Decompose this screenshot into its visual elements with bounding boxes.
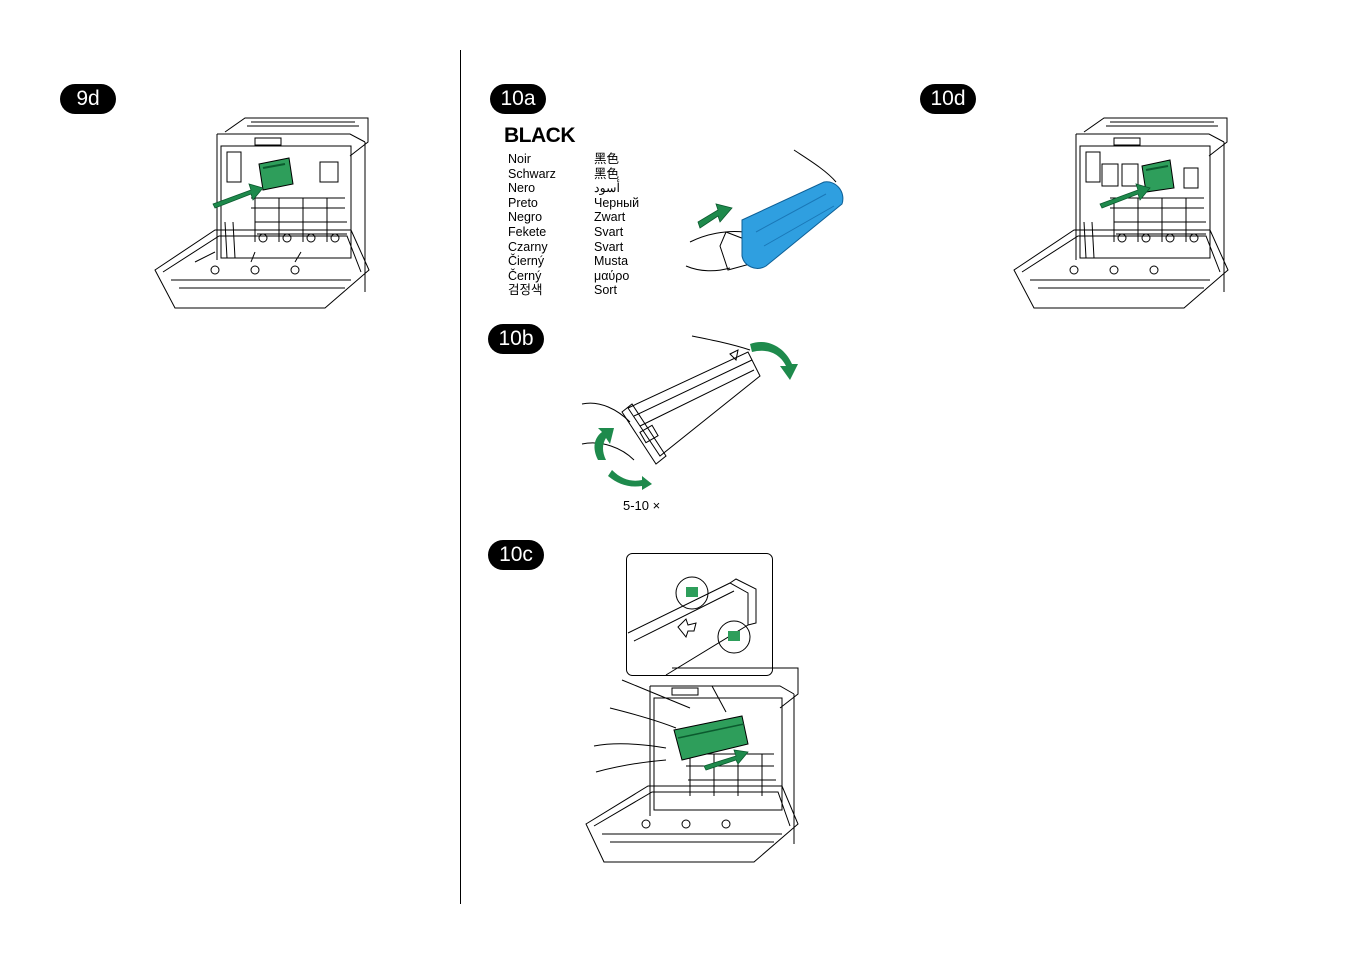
step-badge-10c: 10c — [488, 540, 544, 570]
translation: Negro — [508, 210, 543, 225]
shake-count-caption: 5-10 × — [623, 498, 661, 513]
translation: Sort — [594, 283, 617, 298]
translation: Svart — [594, 224, 624, 239]
step-badge-10d: 10d — [920, 84, 976, 114]
translation: Noir — [508, 152, 531, 166]
insert-toner-illustration-10c — [585, 667, 799, 863]
translation: Preto — [508, 195, 538, 210]
alignment-detail-callout — [626, 553, 773, 676]
unpack-toner-illustration — [685, 149, 844, 272]
translation: Černý — [508, 268, 542, 283]
translation: Черный — [594, 195, 640, 210]
step-badge-10b: 10b — [488, 324, 544, 354]
color-heading: BLACK — [504, 124, 576, 147]
translation: 黑色 — [594, 166, 620, 181]
translation: Zwart — [594, 210, 626, 225]
translation: أسود — [594, 181, 620, 196]
translation: Schwarz — [508, 166, 556, 181]
step-badge-9d: 9d — [60, 84, 116, 114]
shake-toner-illustration — [581, 335, 798, 490]
translation: Nero — [508, 181, 536, 196]
page-divider — [460, 50, 461, 904]
printer-insert-illustration-9d — [154, 117, 370, 309]
translation: Fekete — [508, 224, 547, 239]
translation: μαύρο — [594, 268, 630, 283]
translation: Čierný — [508, 254, 545, 269]
translation: 검정색 — [508, 283, 543, 298]
translations-right: 黑色 黑色 أسود Черный Zwart Svart Svart Must… — [594, 152, 639, 298]
translation: Svart — [594, 239, 624, 254]
translations-left: Noir Schwarz Nero Preto Negro Fekete Cza… — [508, 152, 556, 298]
translation: Czarny — [508, 239, 548, 254]
translation: 黑色 — [594, 152, 620, 166]
step-badge-10a: 10a — [490, 84, 546, 114]
translation: Musta — [594, 254, 629, 269]
printer-insert-illustration-10d — [1013, 117, 1229, 309]
